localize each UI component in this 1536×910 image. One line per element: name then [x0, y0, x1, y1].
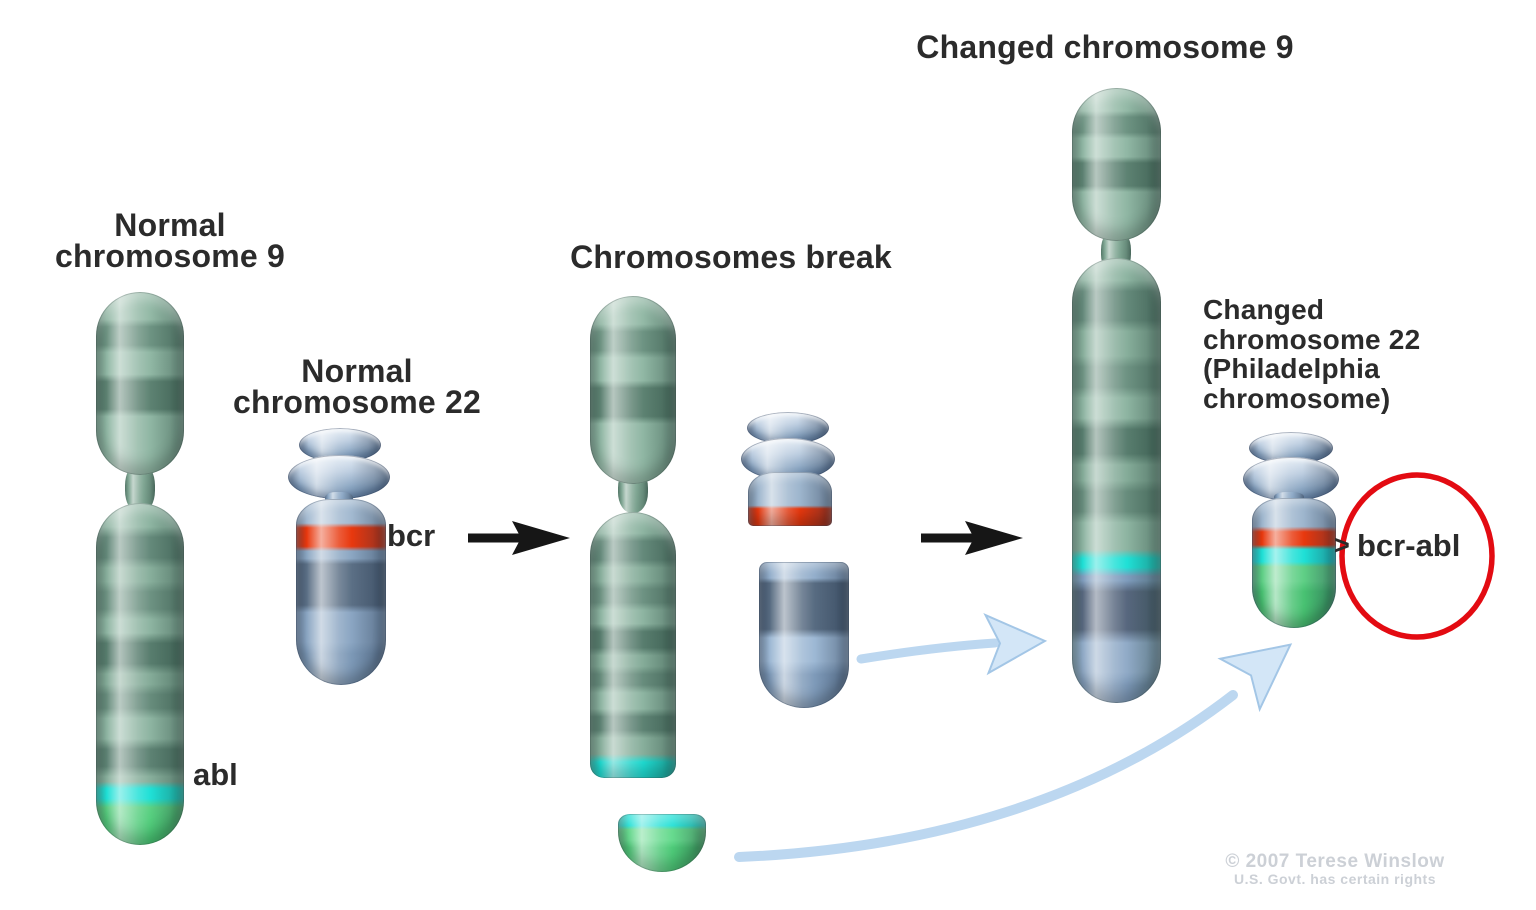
normal-chromosome-9-label-line1: Normal: [114, 207, 226, 243]
translocation-arrow-bcr-head: [983, 613, 1048, 676]
step-arrow-1: [468, 521, 570, 555]
broken-bcr-fragment: [759, 562, 849, 708]
normal-chromosome-9-label-line2: chromosome 9: [54, 238, 286, 274]
normal-chromosome-9-label: Normal chromosome 9: [15, 207, 325, 274]
changed-chromosome-9-p-arm: [1072, 88, 1161, 241]
normal-chromosome-22-satellite-bottom: [288, 455, 390, 499]
translocation-arrow-abl-head: [1217, 643, 1293, 713]
normal-chromosome-22-label: Normal chromosome 22: [207, 353, 507, 420]
changed-chromosome-9-q-arm: [1072, 258, 1161, 703]
broken-chromosome-9-p-arm: [590, 296, 676, 484]
normal-chromosome-22-label-line1: Normal: [301, 353, 413, 389]
step-arrow-2: [921, 521, 1023, 555]
translocation-arrow-abl-shaft: [734, 690, 1238, 862]
broken-chromosome-9-q-arm: [590, 512, 676, 778]
bcr-abl-fusion-label: bcr-abl: [1357, 528, 1461, 563]
normal-chromosome-9-p-arm: [96, 292, 184, 475]
normal-chromosome-22-label-line2: chromosome 22: [232, 384, 482, 420]
chromosomes-break-title: Chromosomes break: [570, 239, 892, 275]
credit-line2: U.S. Govt. has certain rights: [1234, 871, 1436, 887]
philadelphia-chromosome-label: Changed chromosome 22 (Philadelphia chro…: [1203, 295, 1453, 413]
philadelphia-chromosome-label-line2: chromosome 22: [1203, 323, 1421, 355]
normal-chromosome-9-q-arm: [96, 503, 184, 845]
philadelphia-chromosome-body: [1252, 498, 1336, 628]
translocation-arrow-bcr-shaft: [856, 638, 1000, 664]
broken-chromosome-22-top-piece: [748, 472, 832, 526]
fusion-pointer-glyph: >: [1334, 530, 1350, 560]
philadelphia-chromosome-label-line4: chromosome): [1203, 382, 1391, 414]
bcr-gene-label: bcr: [387, 518, 436, 553]
changed-chromosome-9-label: Changed chromosome 9: [916, 29, 1294, 65]
step-arrow-2-head: [965, 521, 1023, 555]
philadelphia-chromosome-label-line1: Changed: [1203, 294, 1325, 325]
translocation-arrow-abl-to-chr22: [734, 643, 1293, 862]
credit-block: © 2007 Terese Winslow U.S. Govt. has cer…: [1185, 851, 1485, 887]
abl-gene-label: abl: [193, 757, 238, 792]
philadelphia-chromosome-label-line3: (Philadelphia: [1203, 353, 1380, 384]
credit-line1: © 2007 Terese Winslow: [1225, 851, 1445, 872]
bcr-abl-highlight-circle: [1339, 472, 1495, 640]
normal-chromosome-22-body: [296, 499, 386, 685]
step-arrow-1-head: [512, 521, 570, 555]
translocation-arrow-bcr-to-chr9: [856, 613, 1048, 676]
